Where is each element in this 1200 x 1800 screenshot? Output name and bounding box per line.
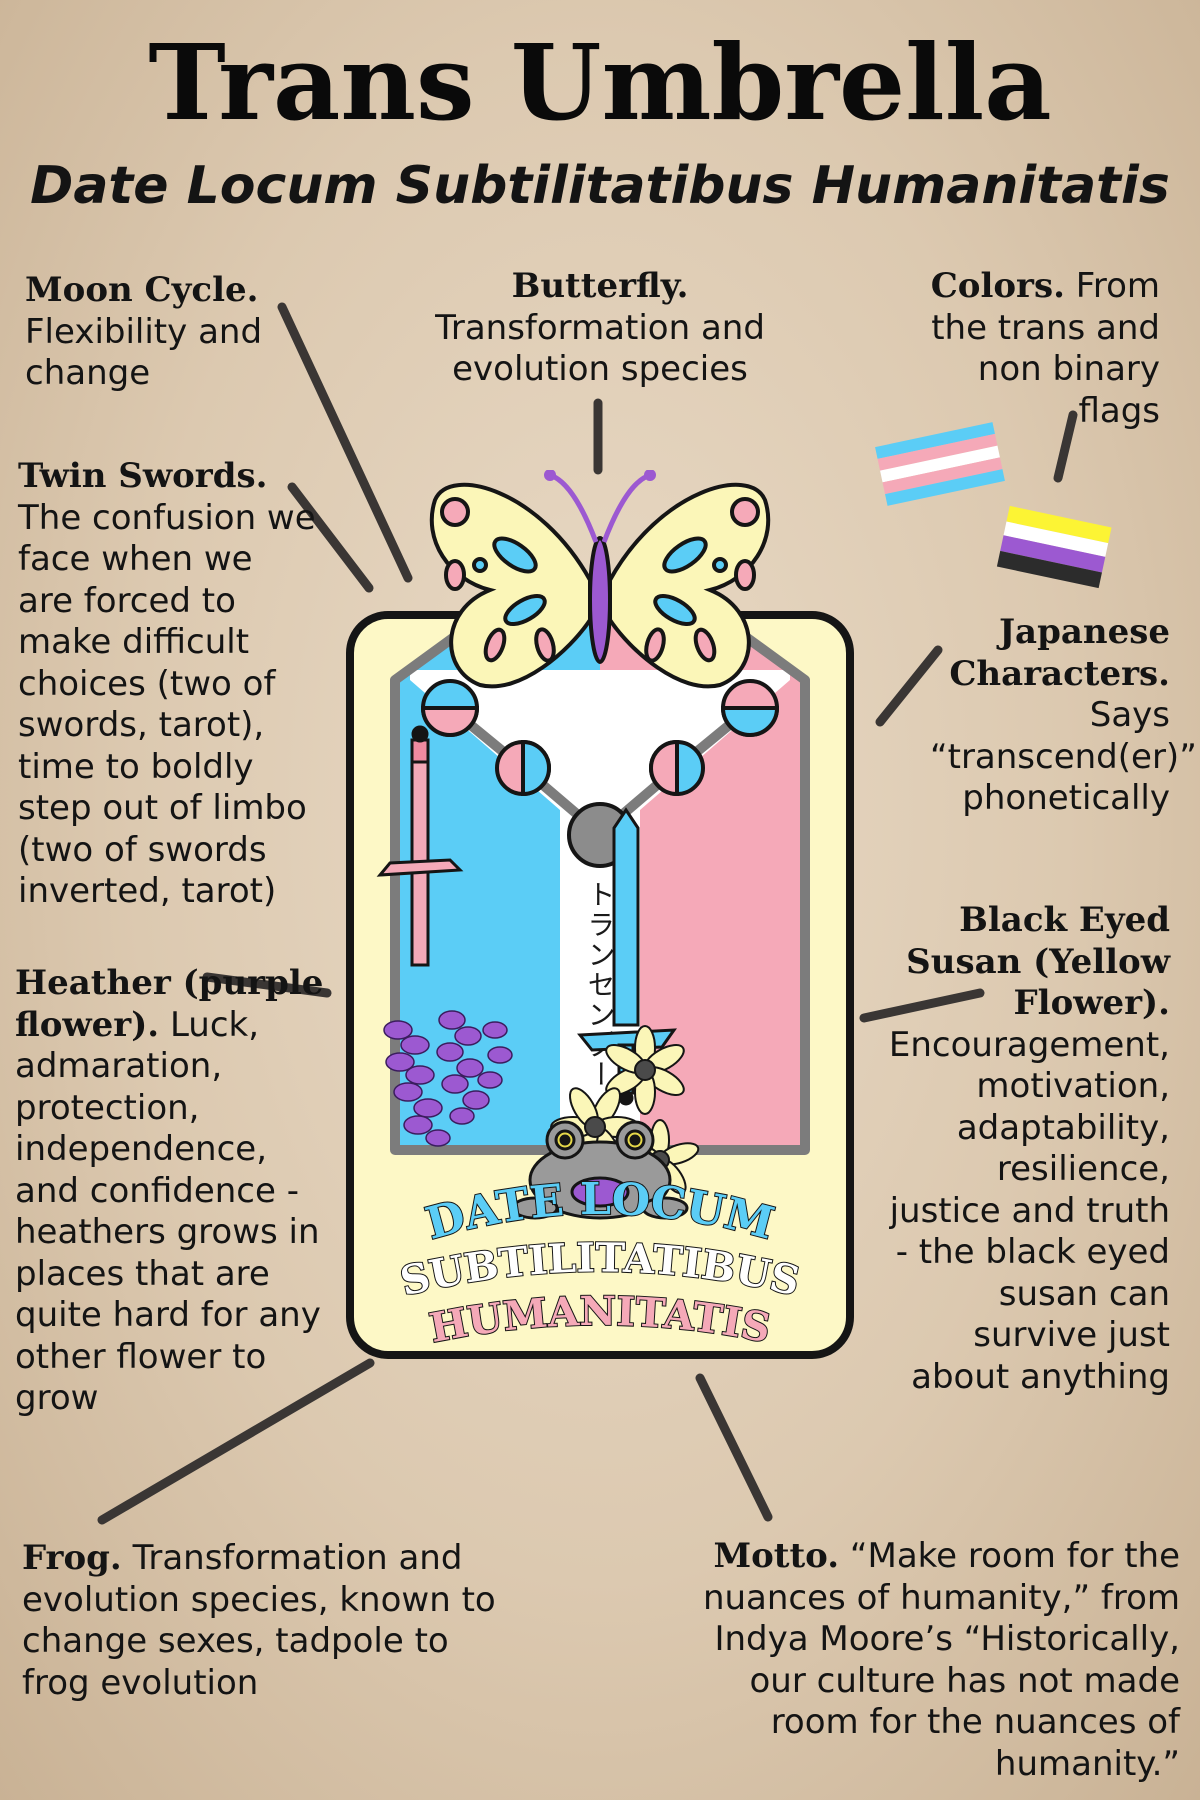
annotation-text: Transformation and evolution species — [435, 307, 765, 390]
sword-icon — [376, 725, 464, 967]
pointer-moon-cycle — [277, 302, 413, 583]
annotation-heading: Japanese Characters. — [949, 612, 1170, 694]
pointer-black-eyed-susan — [859, 988, 985, 1023]
annotation-text: Luck, admaration, protection, independen… — [15, 1004, 321, 1419]
annotation-heading: Black Eyed Susan (Yellow Flower). — [906, 900, 1170, 1023]
trans-flag-icon — [875, 422, 1005, 506]
pointer-motto — [695, 1373, 773, 1522]
moon-phase-icon — [420, 679, 780, 868]
nonbinary-flag-icon — [996, 505, 1112, 589]
annotation-text: From the trans and non binary flags — [931, 266, 1160, 431]
annotation-japanese-characters: Japanese Characters. Says “transcend(er)… — [930, 612, 1197, 820]
annotation-text: Says “transcend(er)” phonetically — [930, 695, 1197, 818]
frog-icon — [511, 1120, 689, 1220]
annotation-frog: Frog. Transformation and evolution speci… — [22, 1538, 502, 1704]
shield-white-y — [410, 670, 790, 1150]
annotation-moon-cycle: Moon Cycle. Flexibility and change — [25, 270, 285, 395]
pointer-colors — [1053, 410, 1078, 483]
annotation-motto: Motto. “Make room for the nuances of hum… — [660, 1536, 1180, 1785]
annotation-heading: Colors. — [930, 266, 1065, 306]
annotation-heading: Twin Swords. — [18, 456, 268, 496]
pointer-frog — [97, 1358, 375, 1525]
annotation-text: The confusion we face when we are forced… — [18, 497, 316, 912]
annotation-heading: Moon Cycle. — [25, 270, 259, 310]
heather-flower-icon — [383, 1010, 513, 1147]
annotation-text: “Make room for the nuances of humanity,”… — [702, 1536, 1180, 1784]
annotation-black-eyed-susan: Black Eyed Susan (Yellow Flower). Encour… — [880, 900, 1170, 1398]
page-title: Trans Umbrella — [148, 21, 1052, 144]
annotation-butterfly: Butterfly. Transformation and evolution … — [430, 266, 770, 391]
annotation-text: Flexibility and change — [25, 311, 263, 394]
page-subtitle: Date Locum Subtilitatibus Humanitatis — [30, 156, 1170, 216]
annotation-colors: Colors. From the trans and non binary fl… — [890, 266, 1160, 432]
pointer-heather — [202, 972, 332, 998]
annotation-text: Transformation and evolution species, kn… — [22, 1538, 496, 1703]
annotation-heather: Heather (purple flower). Luck, admaratio… — [15, 963, 330, 1420]
pointer-japanese — [875, 645, 943, 727]
pointer-twin-swords — [287, 482, 374, 593]
annotation-heading: Motto. — [713, 1536, 840, 1576]
annotation-twin-swords: Twin Swords. The confusion we face when … — [18, 456, 318, 913]
emblem: トランセンダー — [346, 470, 854, 1359]
butterfly-icon — [429, 470, 771, 689]
annotation-heading: Butterfly. — [511, 266, 689, 306]
annotation-heading: Heather (purple flower). — [15, 963, 324, 1045]
annotation-text: Encouragement, motivation, adaptability,… — [888, 1024, 1170, 1397]
annotation-heading: Frog. — [22, 1538, 122, 1578]
